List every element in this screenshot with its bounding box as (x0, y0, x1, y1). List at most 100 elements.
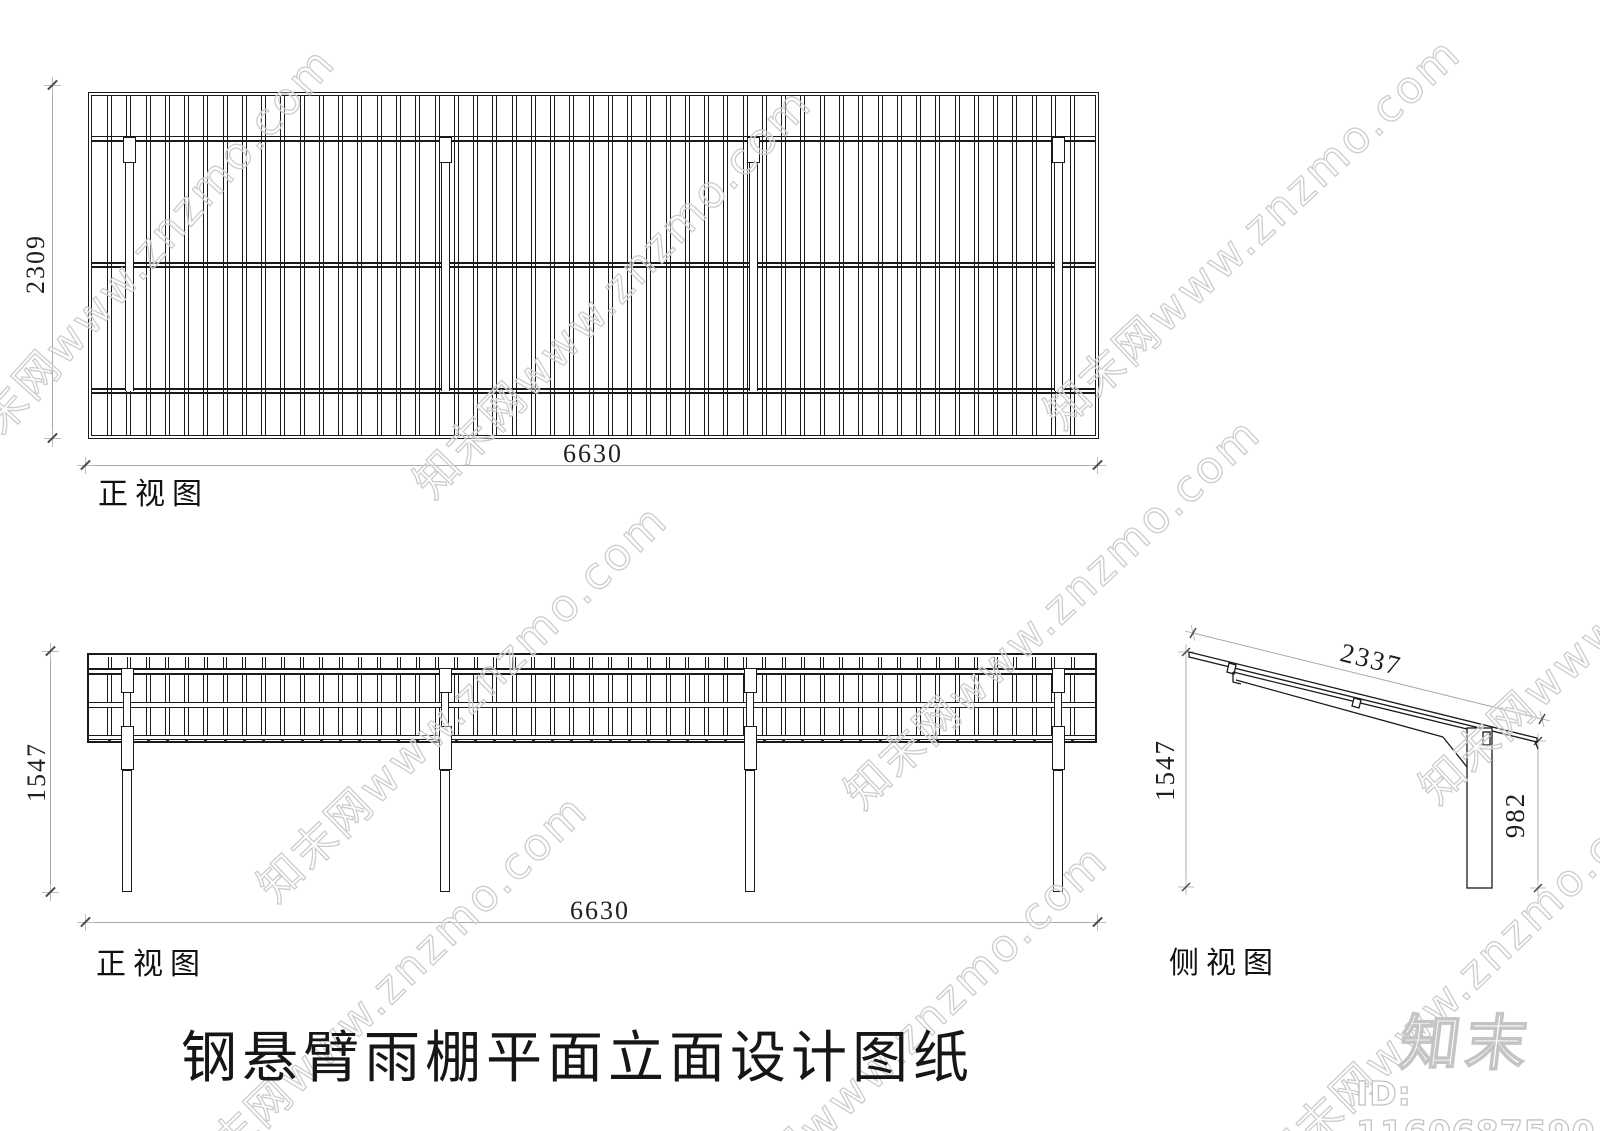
front-soffit-dot (185, 738, 189, 742)
front-cell-post-upper (569, 675, 575, 702)
front-fascia-tick (781, 657, 786, 668)
plan-downpipe-channel (124, 163, 134, 391)
front-cell-post-upper (145, 675, 151, 702)
plan-view-outline (88, 92, 1099, 439)
plan-slat (588, 96, 594, 435)
front-cell-post-lower (800, 708, 806, 735)
front-cell-post-upper (896, 675, 902, 702)
front-column-cap (1051, 726, 1065, 770)
plan-downpipe-head (122, 137, 136, 163)
front-cell-post-upper (261, 675, 267, 702)
side-view-label: 侧视图 (1169, 947, 1280, 980)
front-cell-post-upper (530, 675, 536, 702)
front-column-head (120, 668, 134, 693)
plan-slat (164, 96, 170, 435)
front-cell-post-upper (819, 675, 825, 702)
front-cell-post-lower (704, 708, 710, 735)
front-fascia-tick (223, 657, 228, 668)
front-soffit-dot (897, 738, 901, 742)
front-fascia-tick (897, 657, 902, 668)
front-soffit-dot (1071, 738, 1075, 742)
plan-slat (1031, 96, 1037, 435)
front-soffit-dot (416, 738, 420, 742)
front-cell-post-lower (1031, 708, 1037, 735)
front-cell-post-lower (107, 708, 113, 735)
plan-slat (261, 96, 267, 435)
front-cell-post-upper (838, 675, 844, 702)
side-beam-cleat (1351, 697, 1362, 709)
front-fascia-tick (473, 657, 478, 668)
front-soffit-dot (300, 738, 304, 742)
front-cell-post-lower (993, 708, 999, 735)
front-cell-post-lower (723, 708, 729, 735)
front-fascia-tick (300, 657, 305, 668)
front-fascia-tick (627, 657, 632, 668)
front-cell-post-lower (954, 708, 960, 735)
front-cell-post-lower (415, 708, 421, 735)
side-beam-bottom (1235, 679, 1444, 738)
front-soffit-dot (801, 738, 805, 742)
plan-slat (184, 96, 190, 435)
plan-slat (646, 96, 652, 435)
front-cell-post-upper (627, 675, 633, 702)
plan-slat (453, 96, 459, 435)
front-fascia-tick (165, 657, 170, 668)
front-cell-post-lower (473, 708, 479, 735)
front-fascia-tick (878, 657, 882, 668)
front-fascia-tick (1051, 657, 1056, 668)
front-cell-post-lower (376, 708, 382, 735)
side-column (1466, 727, 1493, 889)
front-soffit-dot (724, 738, 728, 742)
plan-slat (916, 96, 922, 435)
front-column-cap (120, 726, 134, 770)
front-column-shaft (1053, 770, 1063, 892)
plan-purlin-rail-top (92, 136, 1095, 142)
front-cell-post-upper (1012, 675, 1018, 702)
front-soffit-dot (839, 738, 843, 742)
side-dim-slope-text: 2337 (1337, 637, 1404, 681)
front-cell-post-upper (396, 675, 401, 702)
front-soffit-dot (705, 738, 709, 742)
plan-downpipe-head (438, 137, 452, 163)
front-fascia-tick (646, 657, 651, 668)
plan-slat (742, 96, 748, 435)
front-cell-post-upper (164, 675, 170, 702)
front-fascia-tick (974, 657, 979, 668)
front-cell-post-upper (877, 675, 883, 702)
front-cell-post-lower (434, 708, 440, 735)
side-dim-height-text: 1547 (1150, 739, 1180, 801)
plan-slat (781, 96, 787, 435)
front-soffit-dot (628, 738, 632, 742)
front-cell-post-lower (781, 708, 787, 735)
front-cell-post-lower (877, 708, 883, 735)
front-cell-post-upper (858, 675, 864, 702)
plan-slat (550, 96, 556, 435)
front-cell-post-lower (646, 708, 652, 735)
front-cell-post-lower (858, 708, 864, 735)
front-cell-post-upper (511, 675, 517, 702)
front-soffit-dot (1013, 738, 1017, 742)
plan-slat (222, 96, 228, 435)
front-fascia-tick (800, 657, 805, 668)
front-soffit-dot (281, 738, 285, 742)
side-beam-top (1232, 671, 1468, 730)
front-soffit-dot (955, 738, 959, 742)
front-cell-post-upper (550, 675, 556, 702)
front-cell-post-upper (222, 675, 228, 702)
side-column-cleat (1482, 731, 1491, 746)
plan-slat (569, 96, 575, 435)
front-fascia-tick (261, 657, 266, 668)
front-fascia-tick (935, 657, 940, 668)
front-cell-post-upper (453, 675, 459, 702)
plan-slat (396, 96, 401, 435)
front-column-shaft (122, 770, 132, 892)
plan-slat (280, 96, 286, 435)
front-cell-post-upper (1070, 675, 1076, 702)
front-soffit-dot (474, 738, 478, 742)
plan-slat (107, 96, 113, 435)
front-column-cap (743, 726, 757, 770)
plan-slat (492, 96, 498, 435)
front-cell-post-lower (299, 708, 305, 735)
front-cell-post-lower (665, 708, 671, 735)
front-column-neck (1054, 693, 1062, 726)
